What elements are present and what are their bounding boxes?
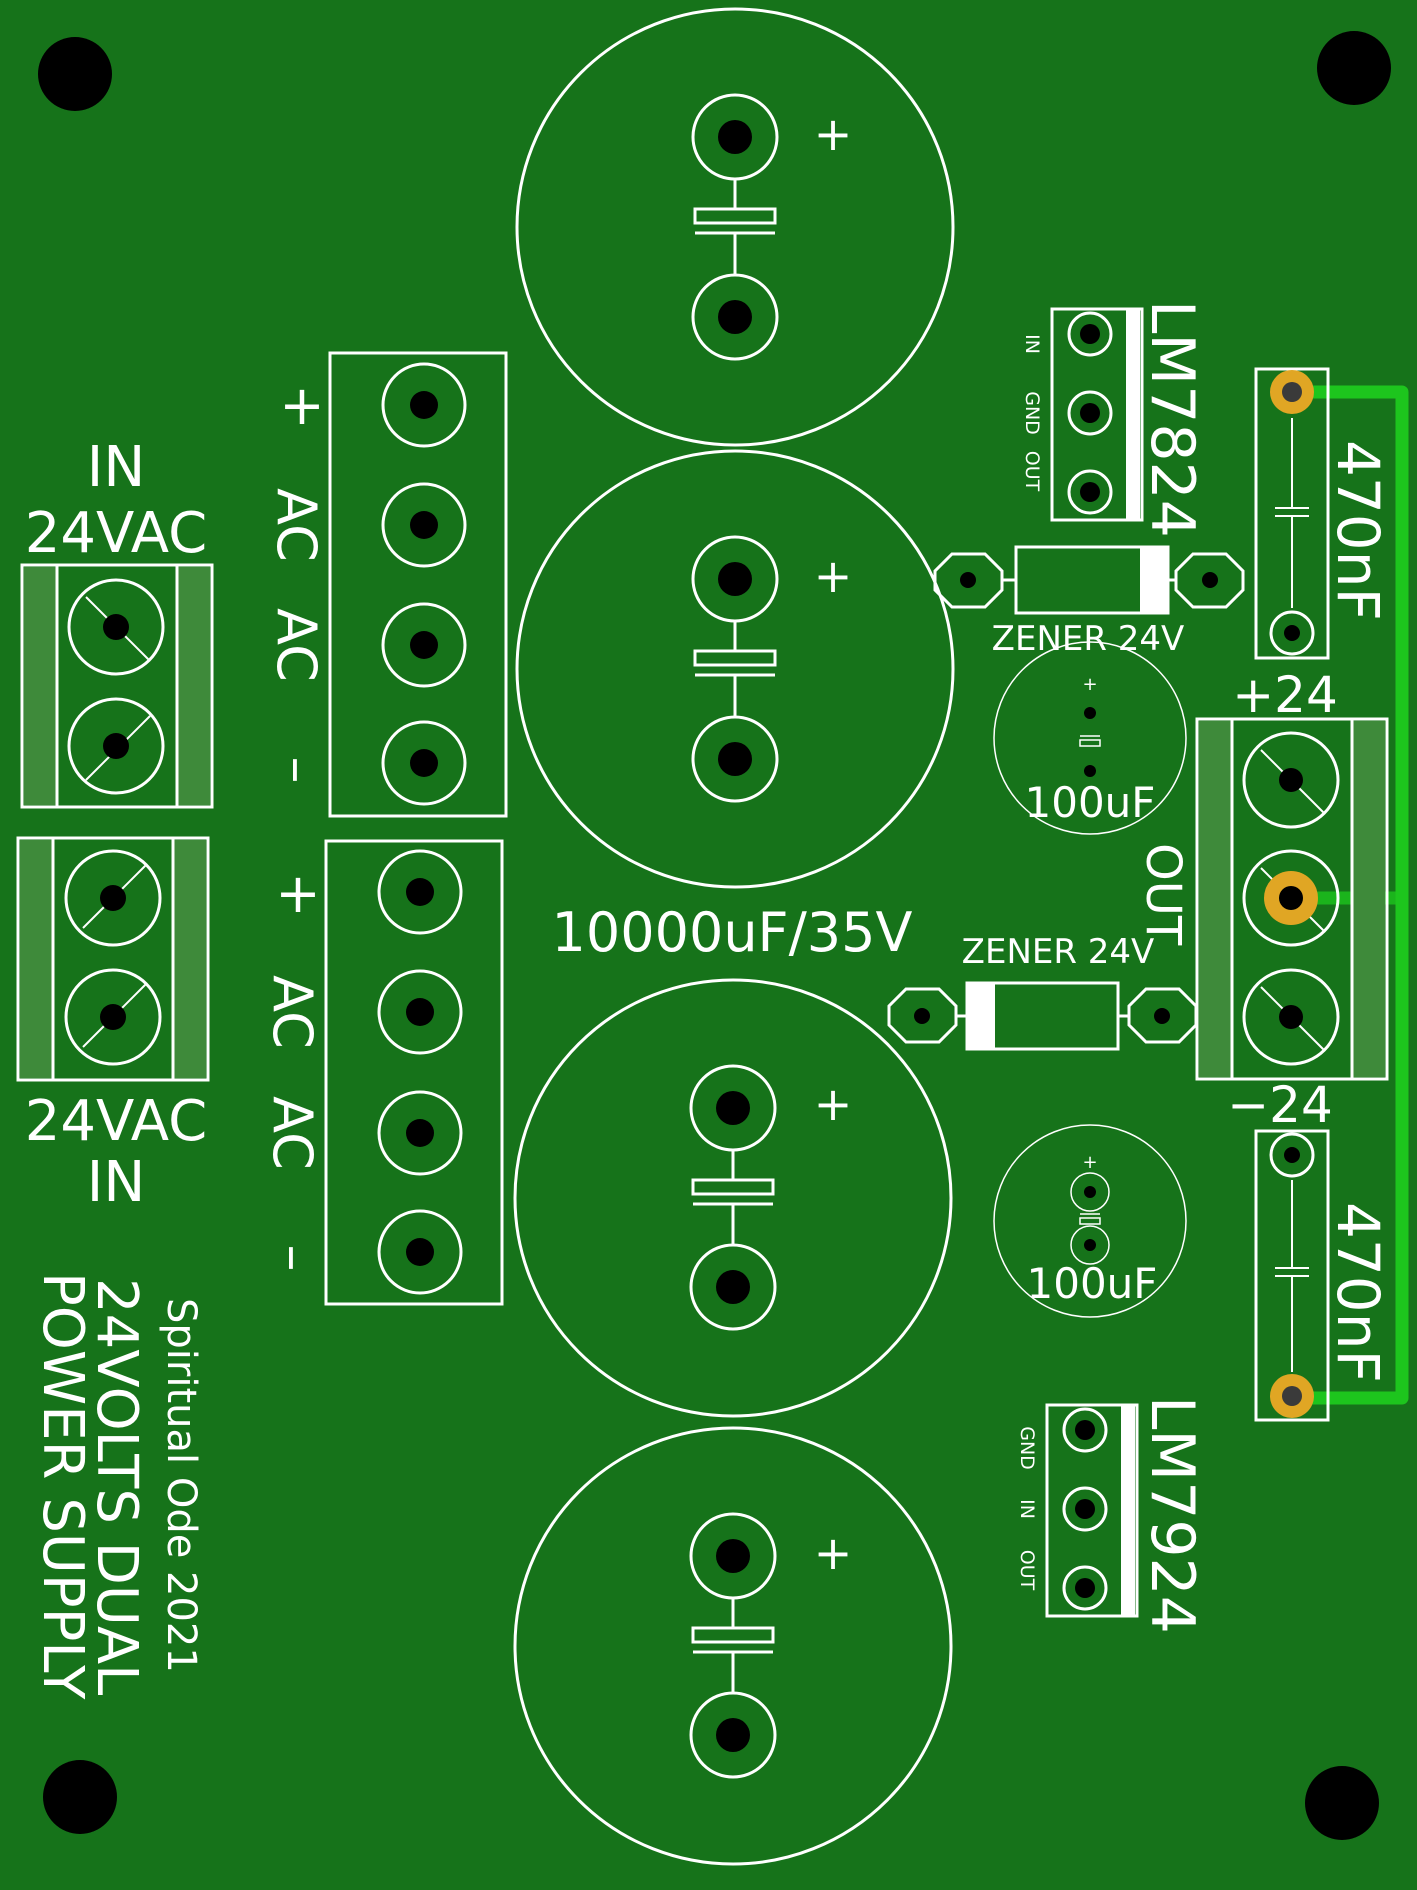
input-terminal-top: [20, 563, 214, 809]
reg2-pin-gnd: GND: [1016, 1426, 1038, 1470]
mounting-hole-top-left: [38, 37, 112, 111]
reg2-pin-out: OUT: [1016, 1550, 1038, 1591]
zener-diode-2: [887, 981, 1198, 1051]
big-capacitor-4: [513, 1426, 953, 1866]
t1-minus: –: [267, 757, 330, 784]
credit-label: Spiritual Ode 2021: [158, 1298, 204, 1673]
big-capacitor-3: [513, 978, 953, 1418]
out-label: OUT: [1135, 843, 1191, 946]
vac-label-top: 24VAC: [25, 501, 207, 566]
title-line-2: POWER SUPPLY: [30, 1272, 95, 1700]
output-terminal: [1195, 717, 1389, 1081]
big-capacitor-1: [515, 7, 955, 447]
cap-value-label: 10000uF/35V: [552, 901, 913, 964]
t2-minus: –: [263, 1245, 326, 1272]
plus24-label: +24: [1232, 666, 1338, 724]
rectifier-header-2: [324, 839, 504, 1306]
cap1-plus: +: [814, 107, 853, 161]
big-capacitor-2: [515, 449, 955, 889]
cap470-top-label: 470nF: [1324, 440, 1392, 621]
regulator-lm7924: [1045, 1403, 1139, 1618]
big-capacitor-polarity: + + + +: [814, 107, 853, 1580]
zener2-label: ZENER 24V: [962, 932, 1155, 972]
minus24-label: −24: [1227, 1076, 1333, 1134]
input-terminal-bottom: [16, 836, 210, 1082]
small-capacitor-1: [993, 641, 1187, 835]
mounting-hole-bottom-left: [43, 1760, 117, 1834]
cap4-plus: +: [814, 1526, 853, 1580]
cap470-bottom-label: 470nF: [1324, 1202, 1392, 1383]
zener-diode-1: [933, 545, 1245, 615]
mounting-hole-bottom-right: [1305, 1766, 1379, 1840]
zener1-label: ZENER 24V: [992, 619, 1185, 659]
film-capacitor-bottom: [1254, 1129, 1330, 1422]
small-cap1-label: 100uF: [1025, 778, 1156, 827]
reg1-pin-out: OUT: [1021, 451, 1043, 492]
in-label-bottom: IN: [87, 1150, 145, 1215]
in-label-top: IN: [87, 435, 145, 500]
reg1-pin-gnd: GND: [1021, 391, 1043, 435]
lm7824-label: LM7824: [1137, 300, 1207, 538]
small-capacitor-2: [993, 1124, 1187, 1318]
t1-ac1: AC: [265, 488, 328, 562]
reg2-pin-in: IN: [1016, 1499, 1038, 1519]
cap2-plus: +: [814, 549, 853, 603]
t2-plus: +: [275, 862, 320, 925]
reg1-pin-in: IN: [1021, 334, 1043, 354]
t2-ac1: AC: [261, 975, 324, 1049]
t2-ac2: AC: [261, 1096, 324, 1170]
small-cap2-label: 100uF: [1027, 1259, 1158, 1308]
small-cap1-plus: +: [1082, 674, 1097, 695]
title-line-1: 24VOLTS DUAL: [84, 1278, 149, 1695]
t1-ac2: AC: [265, 608, 328, 682]
mounting-hole-top-right: [1317, 31, 1391, 105]
regulator-lm7824: [1050, 307, 1144, 522]
big-capacitors: [513, 7, 955, 1866]
rectifier-header-1: [328, 351, 508, 818]
lm7924-label: LM7924: [1137, 1396, 1207, 1634]
cap3-plus: +: [814, 1077, 853, 1131]
film-capacitor-top: [1254, 367, 1330, 660]
vac-label-bottom: 24VAC: [25, 1089, 207, 1154]
small-cap2-plus: +: [1082, 1152, 1097, 1173]
mounting-holes: [38, 31, 1391, 1840]
t1-plus: +: [279, 374, 324, 437]
